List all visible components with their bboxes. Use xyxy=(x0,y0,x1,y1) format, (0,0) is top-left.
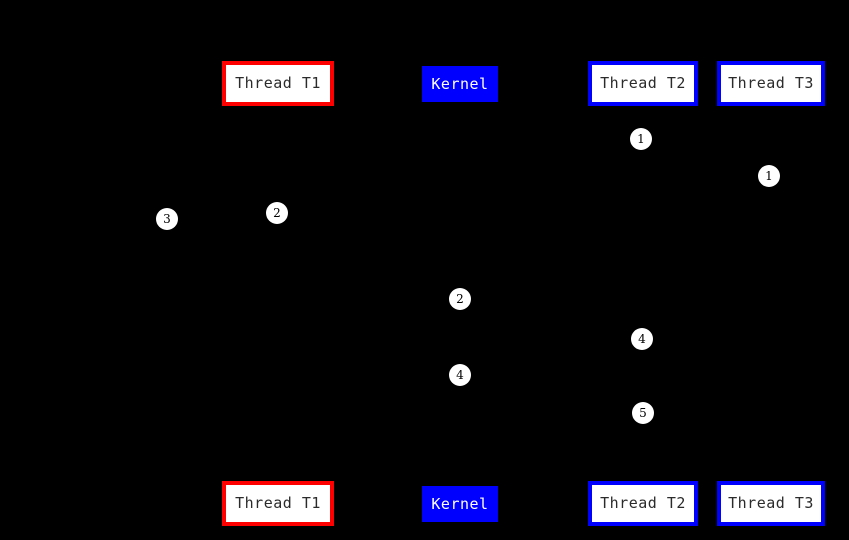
message-arrow-1 xyxy=(460,139,643,140)
participant-label-kernel: Kernel xyxy=(431,74,489,93)
lifeline-thread-t2 xyxy=(643,106,644,481)
lifeline-thread-t1 xyxy=(278,106,279,481)
step-badge: 2 xyxy=(266,202,288,224)
participant-label-thread-t2-footer: Thread T2 xyxy=(600,494,686,512)
step-badge-number: 2 xyxy=(273,206,281,220)
step-badge: 1 xyxy=(630,128,652,150)
participant-header-thread-t3[interactable]: Thread T3 xyxy=(717,61,825,106)
participant-header-kernel[interactable]: Kernel xyxy=(422,66,498,102)
participant-label-thread-t1: Thread T1 xyxy=(235,74,321,92)
step-badge-number: 2 xyxy=(456,292,464,306)
participant-header-thread-t2[interactable]: Thread T2 xyxy=(588,61,698,106)
step-badge-number: 1 xyxy=(765,169,773,183)
message-arrow-3 xyxy=(167,219,278,220)
message-arrow-7 xyxy=(460,413,643,414)
message-arrow-5 xyxy=(460,339,643,340)
participant-label-thread-t2: Thread T2 xyxy=(600,74,686,92)
step-badge-number: 4 xyxy=(456,368,464,382)
message-arrow-6 xyxy=(278,375,460,376)
participant-footer-thread-t3[interactable]: Thread T3 xyxy=(717,481,825,526)
step-badge: 3 xyxy=(156,208,178,230)
step-badge: 5 xyxy=(632,402,654,424)
step-badge-number: 1 xyxy=(637,132,645,146)
lifeline-thread-t3 xyxy=(771,106,772,481)
participant-footer-thread-t2[interactable]: Thread T2 xyxy=(588,481,698,526)
step-badge: 4 xyxy=(449,364,471,386)
participant-label-thread-t3-footer: Thread T3 xyxy=(728,494,814,512)
step-badge: 4 xyxy=(631,328,653,350)
step-badge-number: 5 xyxy=(639,406,647,420)
message-arrow-2 xyxy=(460,176,771,177)
message-arrow-4 xyxy=(278,299,460,300)
step-badge-number: 4 xyxy=(638,332,646,346)
step-badge: 2 xyxy=(449,288,471,310)
participant-header-thread-t1[interactable]: Thread T1 xyxy=(222,61,334,106)
participant-label-thread-t1-footer: Thread T1 xyxy=(235,494,321,512)
participant-label-thread-t3: Thread T3 xyxy=(728,74,814,92)
participant-label-kernel-footer: Kernel xyxy=(431,494,489,513)
step-badge: 1 xyxy=(758,165,780,187)
step-badge-number: 3 xyxy=(163,212,171,226)
participant-footer-thread-t1[interactable]: Thread T1 xyxy=(222,481,334,526)
participant-footer-kernel[interactable]: Kernel xyxy=(422,486,498,522)
